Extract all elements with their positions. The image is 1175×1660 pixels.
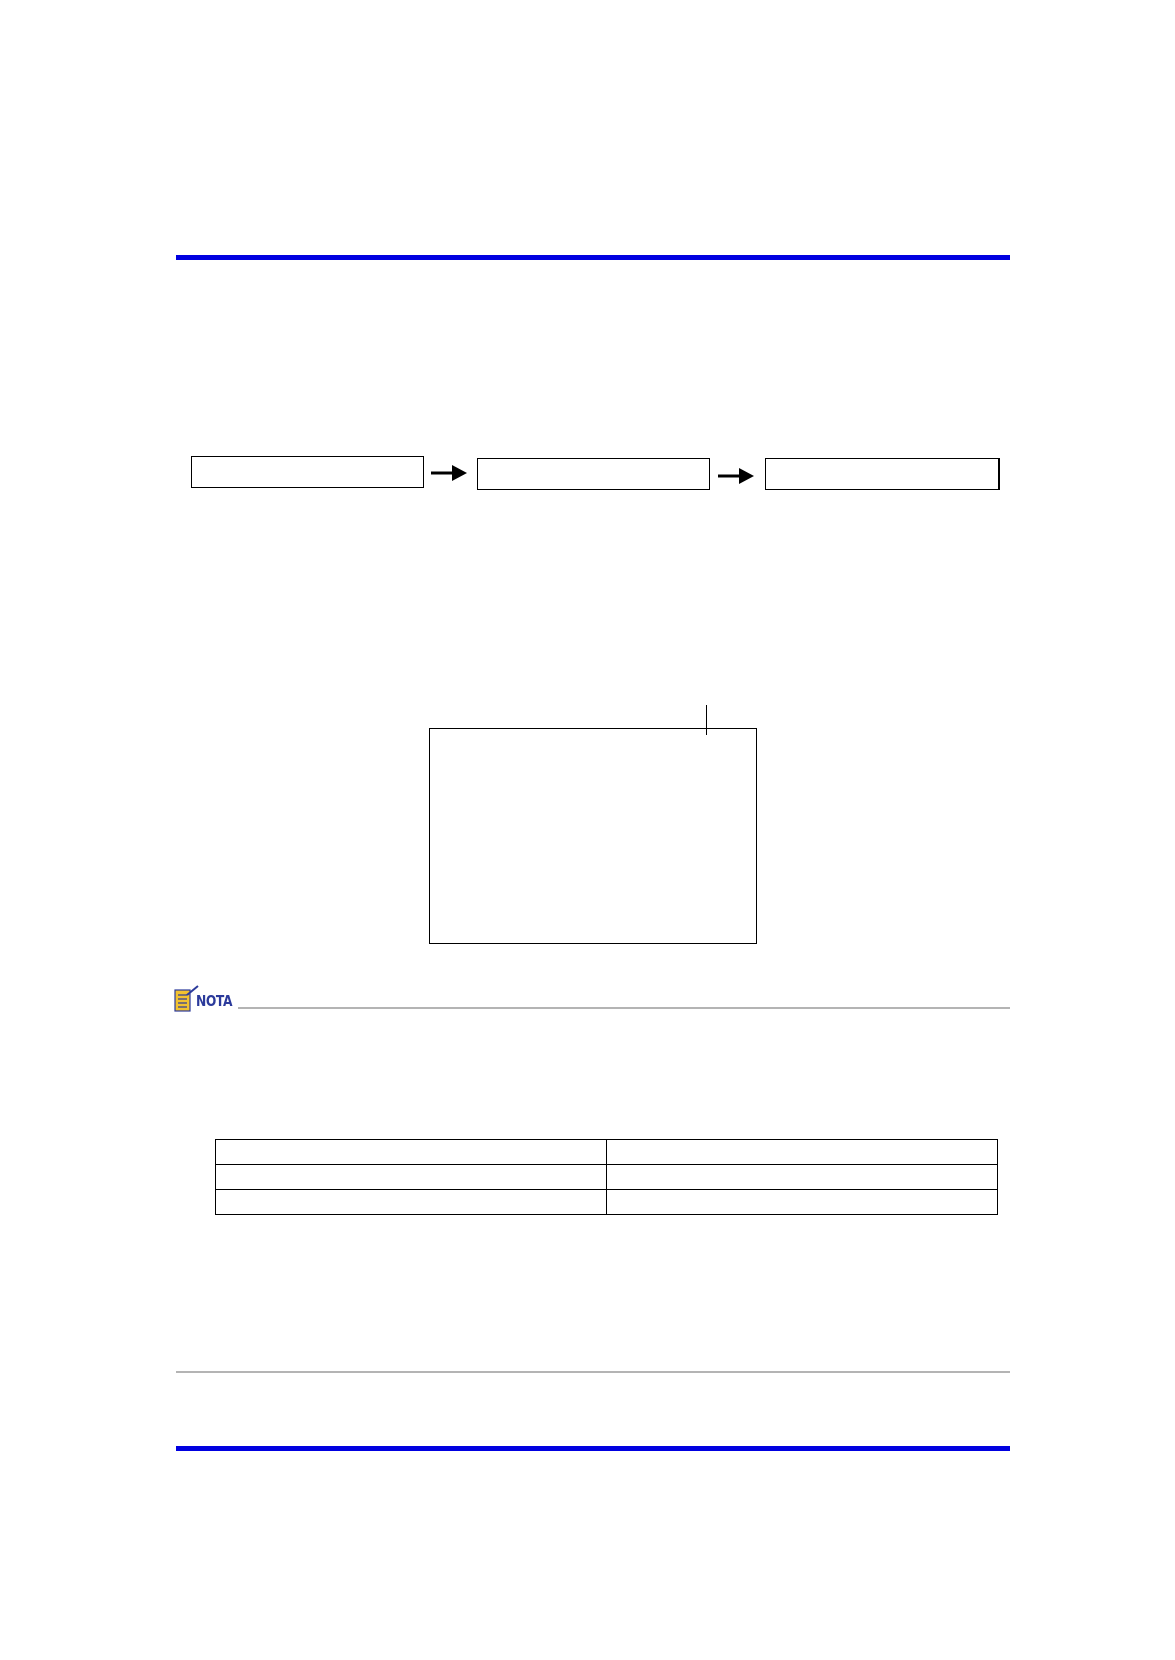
table-cell bbox=[606, 1164, 998, 1190]
table-cell bbox=[606, 1139, 998, 1165]
table-row bbox=[215, 1139, 998, 1165]
table-cell bbox=[215, 1164, 607, 1190]
flow-step-1 bbox=[191, 456, 424, 488]
callout-line bbox=[706, 705, 707, 735]
screen-illustration bbox=[429, 728, 757, 944]
note-label: NOTA bbox=[196, 992, 233, 1010]
note-end-rule bbox=[176, 1371, 1010, 1373]
table-cell bbox=[215, 1139, 607, 1165]
note-rule bbox=[238, 1007, 1010, 1009]
table-cell bbox=[215, 1189, 607, 1215]
header-rule bbox=[176, 255, 1010, 260]
flow-step-3 bbox=[765, 458, 1000, 490]
table-cell bbox=[606, 1189, 998, 1215]
right-arrow-icon bbox=[431, 465, 467, 481]
note-pencil-icon bbox=[174, 985, 199, 1012]
spec-table bbox=[215, 1139, 998, 1215]
footer-rule bbox=[176, 1446, 1010, 1451]
flow-step-2 bbox=[477, 458, 710, 490]
table-row bbox=[215, 1189, 998, 1215]
table-row bbox=[215, 1164, 998, 1190]
right-arrow-icon bbox=[718, 468, 754, 484]
